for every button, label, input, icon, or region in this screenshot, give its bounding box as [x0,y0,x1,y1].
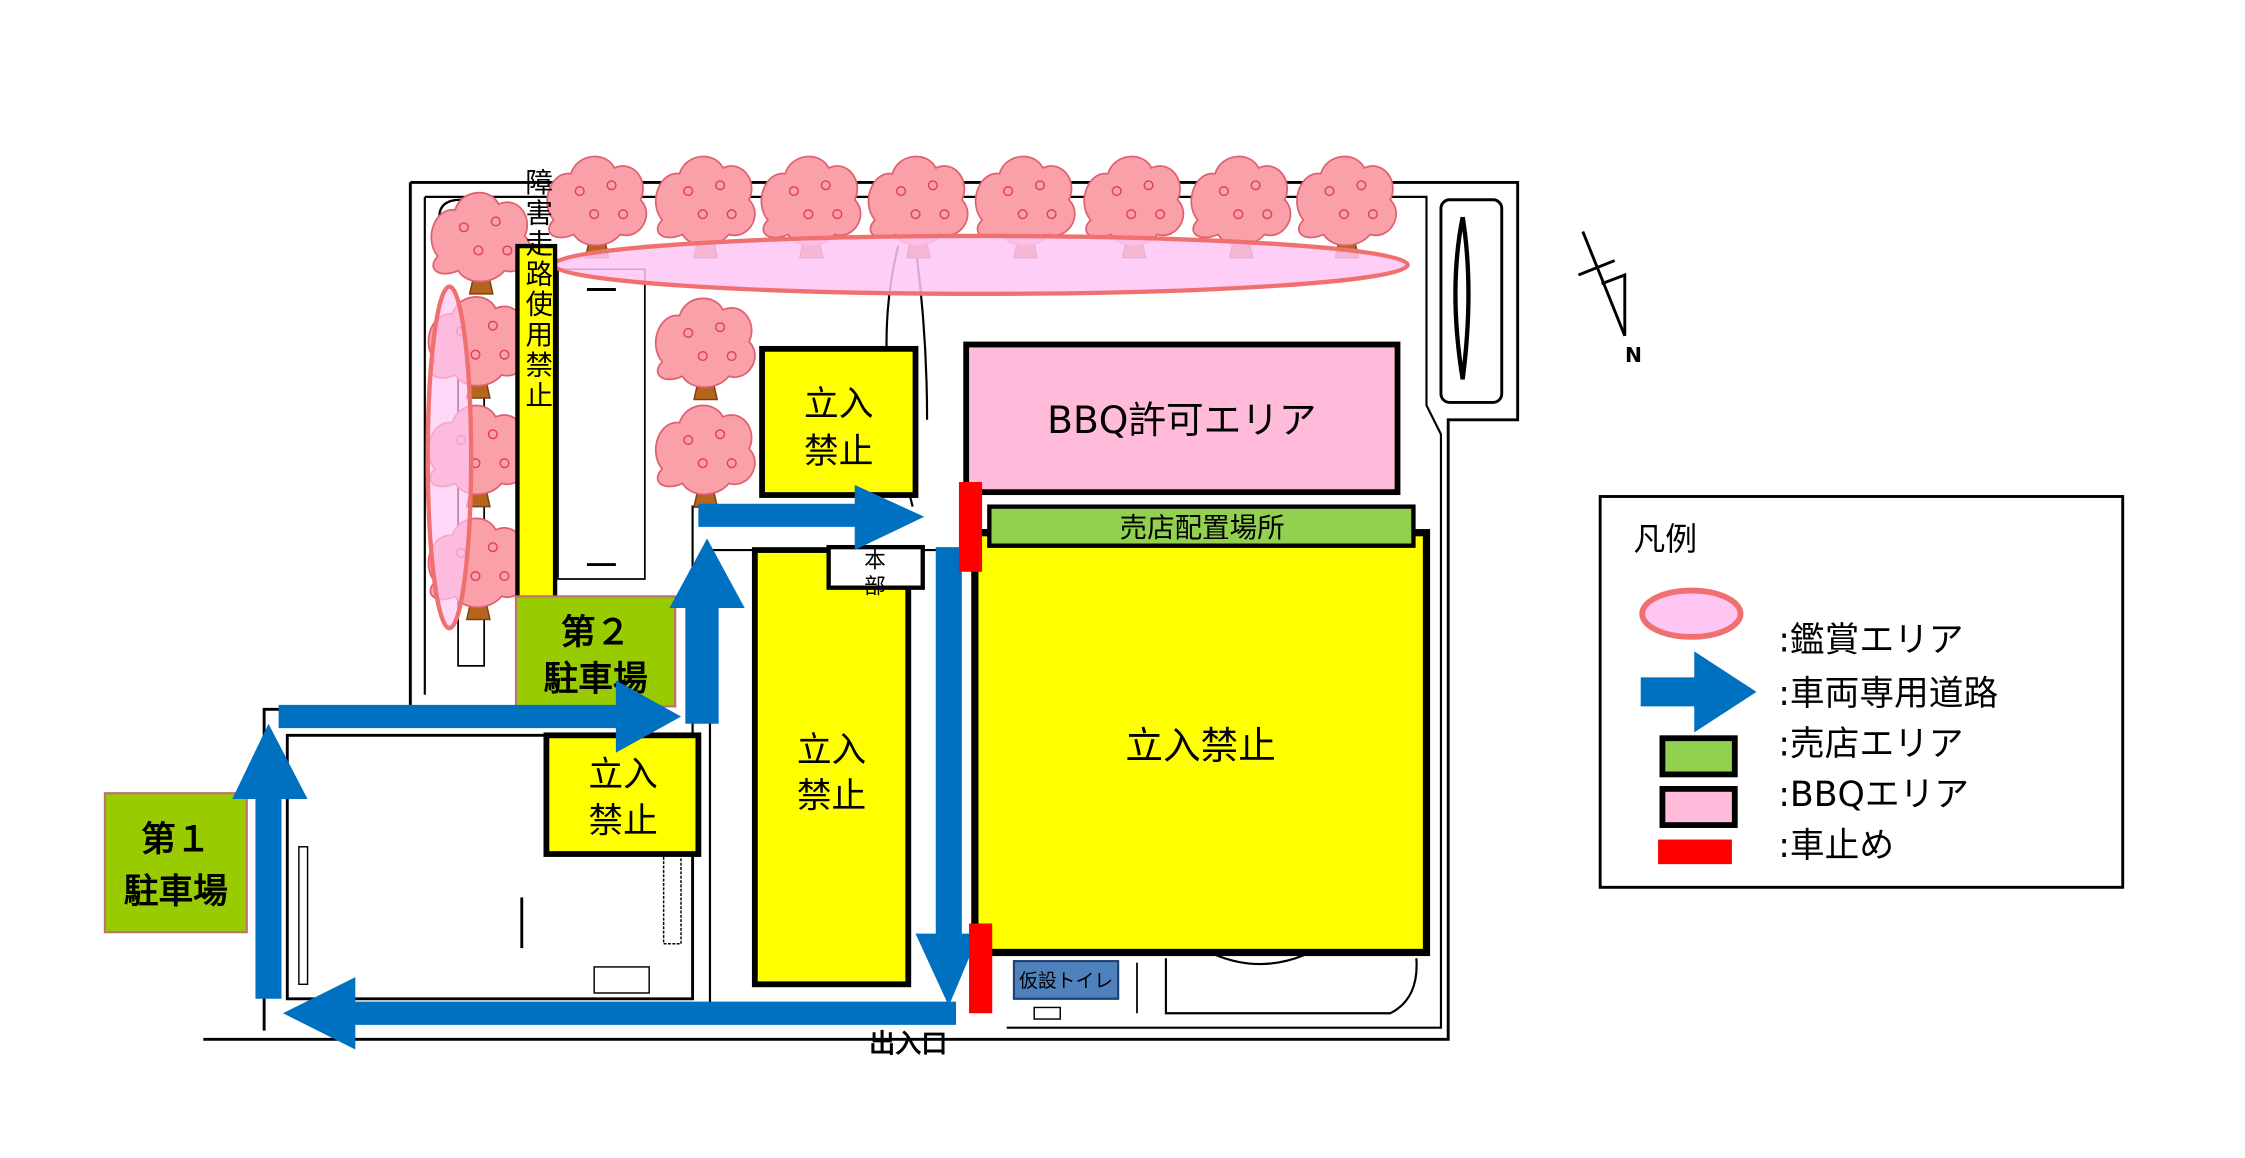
vehicle-road-arrows [232,484,980,1050]
obstacle-course-label: 障害走路使用禁止 [520,168,553,411]
legend-label: :BBQエリア [1778,775,1969,815]
viewing-area-ellipse-icon [1639,587,1744,640]
north-label: N [1625,343,1642,367]
parking-lot-2 [514,595,677,708]
car-stop-top [958,482,983,572]
arrow-up-icon [669,538,745,724]
legend-label: :売店エリア [1778,725,1963,765]
arrow-down-icon [915,547,980,1007]
toilet-label: 仮設トイレ [1019,970,1113,992]
legend-label: :車止め [1778,826,1894,866]
no-entry-label: 禁止 [797,777,866,817]
shop-area-label: 売店配置場所 [1120,512,1285,544]
parking-lot-2-label: 第２ [561,613,630,653]
bbq-area-swatch-icon [1659,785,1738,828]
arrow-right-icon [278,680,682,753]
temporary-toilet [1012,960,1120,1000]
no-entry-label: 立入 [804,384,873,424]
viewing-area-top [551,233,1410,297]
entrance-label: 出入口 [869,1029,947,1059]
arrow-right-icon [698,484,925,551]
arrow-up-icon [232,723,308,999]
cherry-tree-icon [654,404,756,508]
no-entry-label: 禁止 [588,801,657,841]
no-entry-label: 禁止 [804,432,873,472]
no-entry-zone-tall [751,547,912,988]
cherry-tree-icon [1296,155,1398,259]
headquarters [826,544,925,590]
north-arrow-icon [1577,231,1627,337]
car-stop-bottom [969,923,993,1014]
parking-lot-1-label: 駐車場 [124,872,228,912]
legend-title: 凡例 [1633,520,1697,558]
shop-area [987,504,1416,548]
headquarters-label: 本 [864,548,886,573]
headquarters-label: 部 [864,574,886,599]
bbq-area [963,341,1401,496]
shop-area-swatch-icon [1659,735,1738,778]
legend: 凡例 :鑑賞エリア :車両専用道路 :売店エリア :BBQエリア :車止め [1598,495,2125,889]
bbq-area-label: BBQ許可エリア [1047,398,1316,442]
vehicle-road-arrow-icon [1640,651,1757,733]
arrow-left-icon [282,977,957,1050]
legend-label: :鑑賞エリア [1778,620,1963,660]
parking-lot-1 [103,792,248,934]
no-entry-zone-small [543,732,702,857]
parking-lot-1-label: 第１ [141,820,210,860]
viewing-area-left [425,284,474,631]
no-entry-label: 立入禁止 [1125,723,1276,767]
car-stop-bar-icon [1658,839,1732,865]
cherry-tree-icon [546,155,648,259]
no-entry-zone-top [759,345,919,498]
no-entry-label: 立入 [588,755,657,795]
cherry-tree-icon [654,297,756,401]
legend-label: :車両専用道路 [1778,674,1998,714]
no-entry-zone-big [971,529,1431,957]
no-entry-label: 立入 [797,730,866,770]
obstacle-course-zone [515,243,558,611]
